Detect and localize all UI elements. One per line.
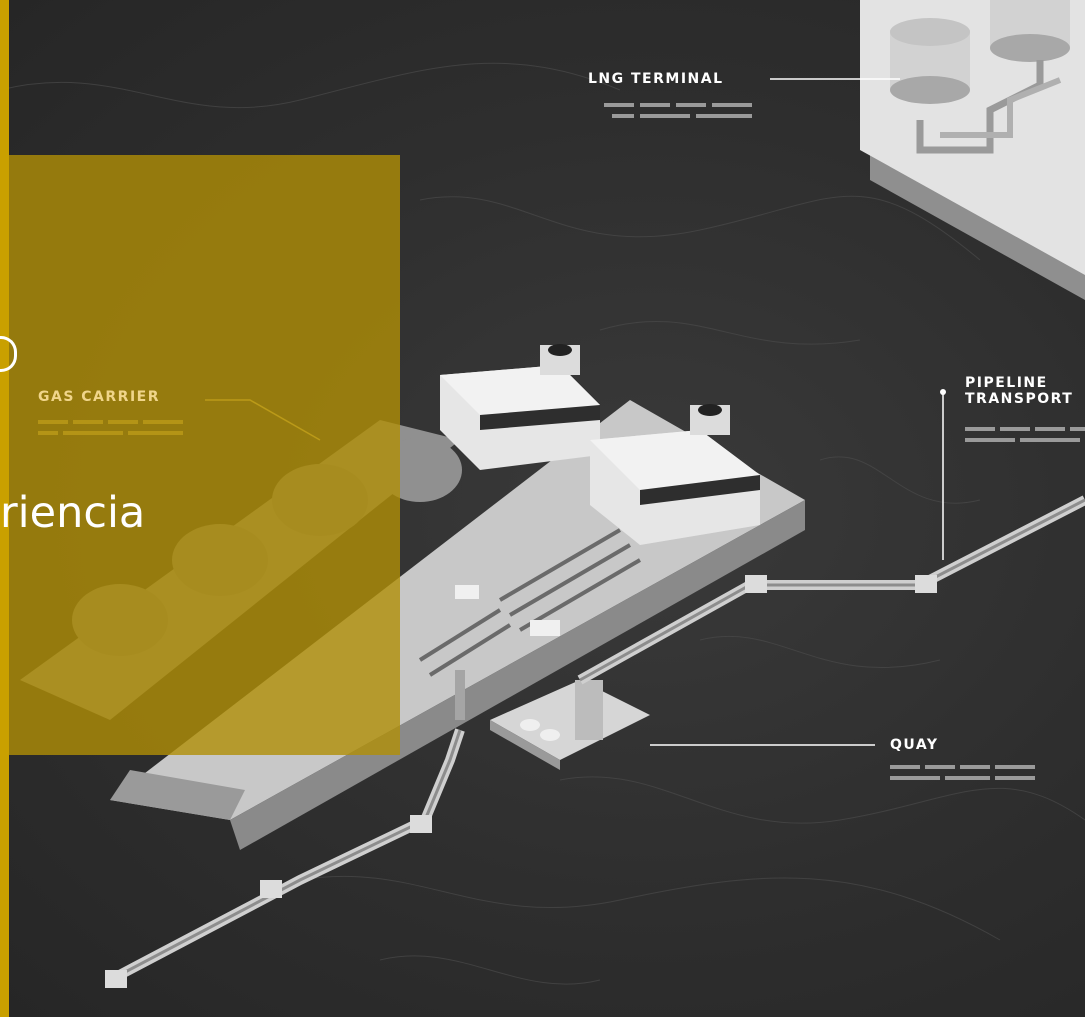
quay-label: QUAY	[890, 737, 939, 753]
pipeline-label-line2: TRANSPORT	[965, 391, 1074, 407]
gas-carrier-label: GAS CARRIER	[38, 389, 161, 405]
quay-platform	[455, 670, 650, 770]
lng-terminal-label: LNG TERMINAL	[588, 71, 724, 87]
pipeline-nodes	[105, 575, 937, 988]
pipeline-label-line1: PIPELINE	[965, 375, 1048, 391]
pipeline-callout-dot	[940, 389, 946, 395]
lng-terminal	[860, 0, 1085, 300]
hero-overlay-panel	[0, 155, 400, 755]
ship-bridge-1	[440, 344, 600, 470]
marble-texture	[0, 62, 1085, 985]
pipeline-transport-label: PIPELINE TRANSPORT	[965, 375, 1073, 407]
headline-text: riencia	[0, 488, 146, 538]
accent-bar	[0, 0, 9, 1017]
ship-bridge-2	[590, 404, 760, 545]
label-dashes-pipeline	[965, 427, 1085, 442]
label-dashes-quay	[890, 765, 1035, 780]
label-dashes-lng	[604, 103, 752, 118]
callout-lines	[650, 78, 944, 746]
